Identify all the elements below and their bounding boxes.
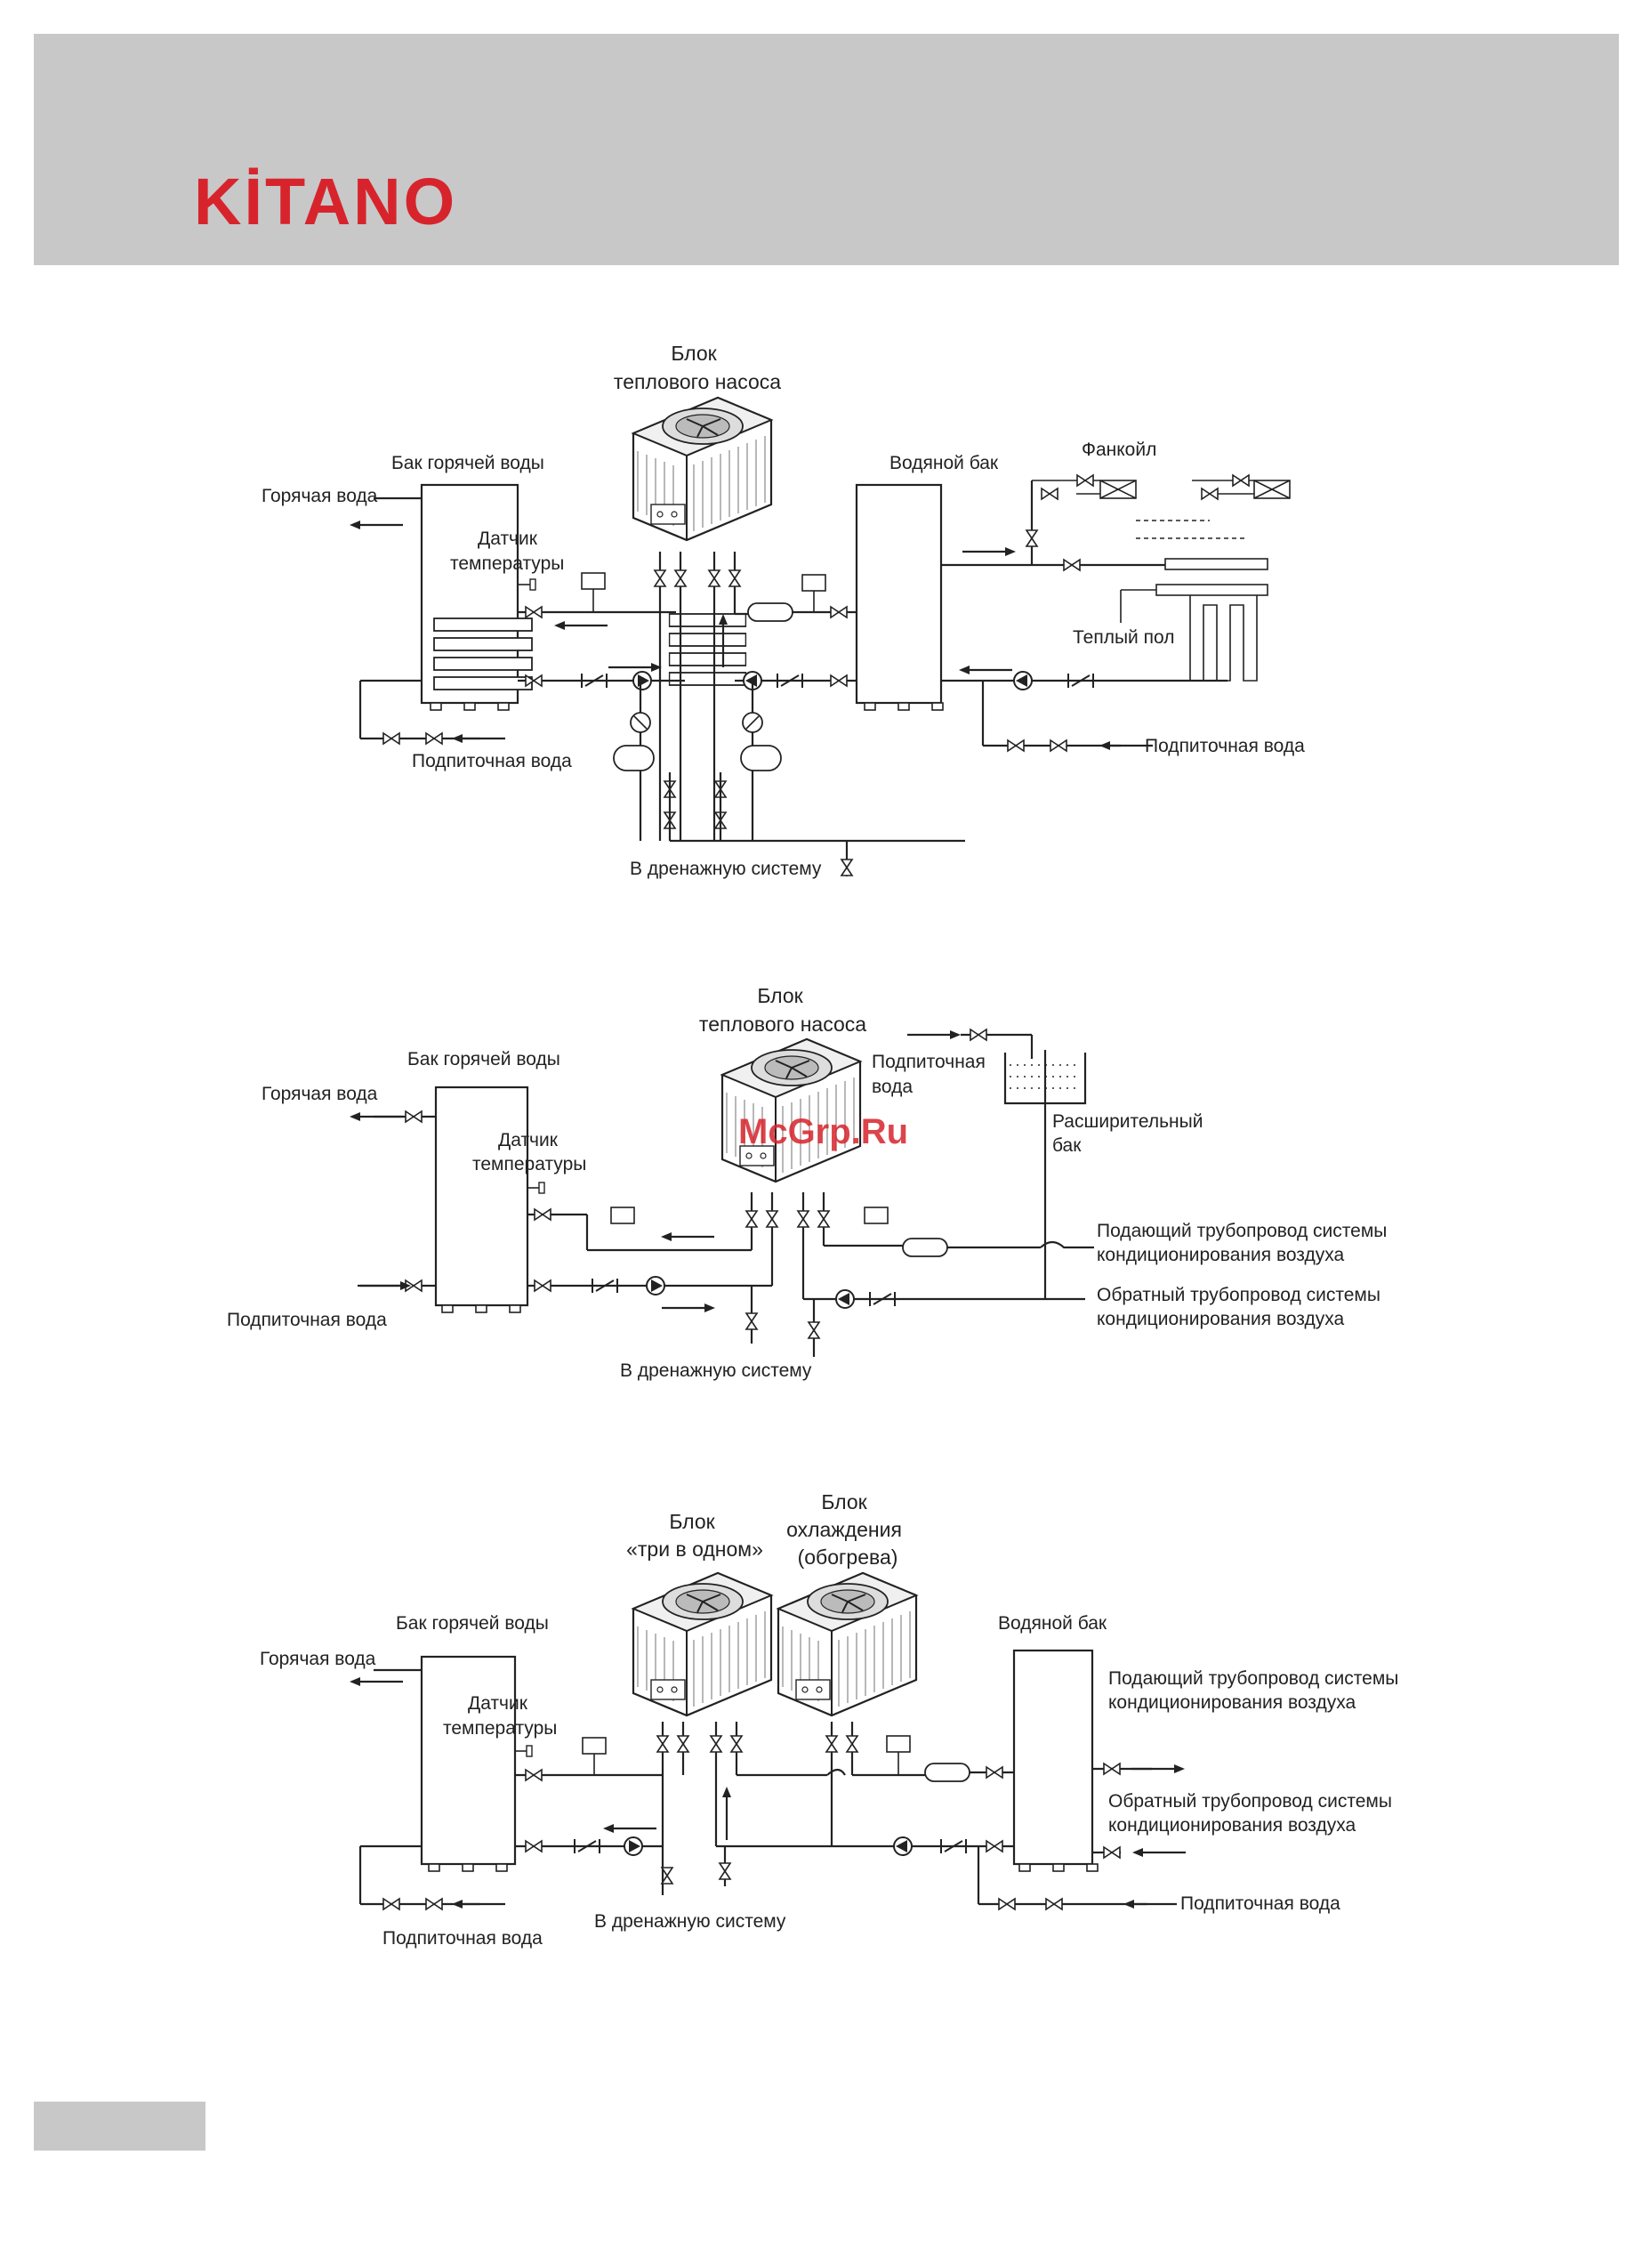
page-number-block (34, 2102, 205, 2151)
hot-water-label: Горячая вода (260, 1649, 376, 1669)
water-tank-label: Водяной бак (889, 453, 999, 473)
expansion-tank-label-1: Расширительный (1052, 1111, 1203, 1132)
heat-pump-unit-1 (632, 396, 773, 542)
supply-pipe-label-1: Подающий трубопровод системы (1097, 1221, 1387, 1241)
heat-pump-label-1: Блок (757, 984, 803, 1007)
watermark: McGrp.Ru (738, 1112, 908, 1151)
three-in-one-label-2: «три в одном» (626, 1538, 763, 1561)
temp-sensor-label-1: Датчик (468, 1693, 528, 1714)
water-tank-label: Водяной бак (998, 1613, 1107, 1634)
return-pipe-label-2: кондиционирования воздуха (1097, 1309, 1344, 1329)
drain-label-2: В дренажную систему (620, 1360, 812, 1381)
supply-pipe-label-2: кондиционирования воздуха (1108, 1692, 1356, 1713)
makeup-water-left-label: Подпиточная вода (227, 1310, 387, 1330)
makeup-water-left-label: Подпиточная вода (412, 751, 572, 771)
diagram-1: Блок теплового насоса Бак горячей воды Г… (262, 342, 1305, 879)
temp-sensor-label-1: Датчик (478, 529, 538, 549)
return-pipe-label-1: Обратный трубопровод системы (1108, 1791, 1392, 1812)
expansion-tank (1003, 1053, 1087, 1105)
hot-water-tank (420, 1655, 517, 1866)
hot-water-tank (434, 1086, 529, 1307)
temp-sensor-label-1: Датчик (498, 1130, 559, 1150)
heat-pump-label-1: Блок (671, 342, 717, 365)
makeup-water-right-label: Подпиточная вода (1145, 736, 1305, 756)
cooling-unit (777, 1571, 918, 1717)
water-tank (855, 483, 943, 705)
diagram-2: Блок теплового насоса McGrp.Ru Бак горяч… (227, 984, 1387, 1381)
supply-pipe-label-2: кондиционирования воздуха (1097, 1245, 1344, 1265)
cooling-unit-label-2: охлаждения (786, 1518, 902, 1541)
hot-water-label: Горячая вода (262, 1084, 378, 1104)
water-tank (1012, 1649, 1094, 1866)
temp-sensor-label-2: температуры (472, 1154, 586, 1174)
fancoil-label: Фанкойл (1082, 440, 1156, 460)
hot-water-arrow (348, 519, 405, 531)
return-pipe-label-2: кондиционирования воздуха (1108, 1815, 1356, 1836)
drain-label-3: В дренажную систему (594, 1911, 786, 1932)
heat-pump-unit-2 (720, 1037, 862, 1183)
makeup-water-top-label-1: Подпиточная (872, 1052, 986, 1072)
heat-pump-label-2: теплового насоса (614, 370, 781, 393)
makeup-water-right-label: Подпиточная вода (1180, 1893, 1340, 1914)
cooling-unit-label-3: (обогрева) (798, 1546, 898, 1569)
return-pipe-label-1: Обратный трубопровод системы (1097, 1285, 1380, 1305)
hot-water-tank-label: Бак горячей воды (407, 1049, 560, 1069)
header-band (34, 34, 1619, 265)
three-in-one-unit (632, 1571, 773, 1717)
supply-pipe-label-1: Подающий трубопровод системы (1108, 1668, 1398, 1689)
makeup-water-top-label-2: вода (872, 1077, 913, 1097)
hot-water-label: Горячая вода (262, 486, 378, 506)
cooling-unit-label-1: Блок (821, 1490, 867, 1513)
heat-pump-label-2: теплового насоса (699, 1013, 866, 1036)
drain-label-1: В дренажную систему (630, 859, 822, 879)
diagram-3: Блок «три в одном» Блок охлаждения (обог… (260, 1490, 1398, 1949)
temp-sensor-label-2: температуры (443, 1718, 557, 1739)
hot-water-tank-label: Бак горячей воды (391, 453, 544, 473)
expansion-tank-label-2: бак (1052, 1135, 1082, 1156)
three-in-one-label-1: Блок (669, 1510, 715, 1533)
kitano-logo: KİTANO (194, 165, 458, 238)
floor-heating-label: Теплый пол (1073, 627, 1174, 648)
makeup-water-left-label: Подпиточная вода (382, 1928, 543, 1949)
hot-water-tank-label: Бак горячей воды (396, 1613, 549, 1634)
temp-sensor-label-2: температуры (450, 553, 564, 574)
